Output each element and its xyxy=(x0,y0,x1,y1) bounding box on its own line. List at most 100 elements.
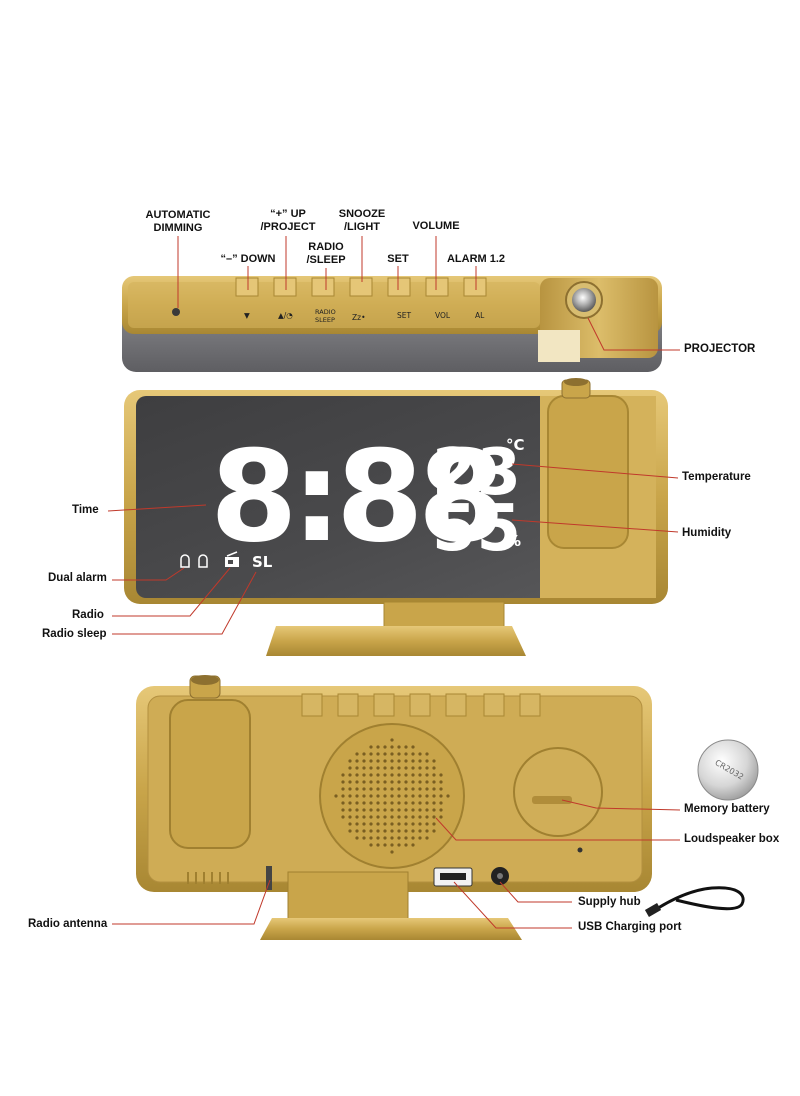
grille-hole xyxy=(404,759,408,763)
grille-hole xyxy=(411,787,415,791)
top-view-clock xyxy=(122,276,662,372)
grille-hole xyxy=(411,752,415,756)
al-mark: AL xyxy=(475,311,485,320)
grille-hole xyxy=(376,773,380,777)
grille-hole xyxy=(355,780,359,784)
grille-hole xyxy=(383,801,387,805)
grille-hole xyxy=(390,780,394,784)
grille-hole xyxy=(348,829,352,833)
grille-hole xyxy=(390,808,394,812)
grille-hole xyxy=(376,766,380,770)
grille-hole xyxy=(355,752,359,756)
grille-hole xyxy=(348,822,352,826)
grille-hole xyxy=(348,766,352,770)
grille-hole xyxy=(397,780,401,784)
grille-hole xyxy=(348,759,352,763)
grille-hole xyxy=(397,759,401,763)
grille-hole xyxy=(397,794,401,798)
grille-hole xyxy=(404,815,408,819)
grille-hole xyxy=(369,780,373,784)
label-dual-alarm: Dual alarm xyxy=(48,572,107,584)
grille-hole xyxy=(390,850,394,854)
grille-hole xyxy=(369,822,373,826)
grille-hole xyxy=(439,801,443,805)
radio-icon xyxy=(225,551,239,567)
grille-hole xyxy=(383,787,387,791)
grille-hole xyxy=(432,794,436,798)
grille-hole xyxy=(369,787,373,791)
grille-hole xyxy=(411,808,415,812)
grille-hole xyxy=(369,752,373,756)
grille-hole xyxy=(425,829,429,833)
grille-hole xyxy=(348,773,352,777)
grille-hole xyxy=(404,808,408,812)
grille-hole xyxy=(411,829,415,833)
grille-hole xyxy=(418,794,422,798)
grille-hole xyxy=(397,843,401,847)
back-tabs xyxy=(301,693,541,717)
speaker-grille xyxy=(334,738,450,854)
grille-hole xyxy=(369,773,373,777)
label-radio-sleep: RADIO /SLEEP xyxy=(306,241,346,266)
grille-hole xyxy=(411,822,415,826)
grille-hole xyxy=(425,808,429,812)
grille-hole xyxy=(432,801,436,805)
grille-hole xyxy=(383,773,387,777)
grille-hole xyxy=(439,794,443,798)
grille-hole xyxy=(411,794,415,798)
grille-hole xyxy=(383,822,387,826)
grille-hole xyxy=(411,773,415,777)
grille-hole xyxy=(439,815,443,819)
grille-hole xyxy=(390,794,394,798)
grille-hole xyxy=(418,822,422,826)
callout-lines xyxy=(107,236,681,929)
grille-hole xyxy=(390,843,394,847)
grille-hole xyxy=(376,829,380,833)
grille-hole xyxy=(404,745,408,749)
label-radio-sleep-indicator: Radio sleep xyxy=(42,628,107,640)
front-view-clock xyxy=(124,378,668,656)
grille-hole xyxy=(418,780,422,784)
grille-hole xyxy=(341,773,345,777)
grille-hole xyxy=(425,773,429,777)
grille-hole xyxy=(348,780,352,784)
grille-hole xyxy=(418,808,422,812)
label-usb-charging-port: USB Charging port xyxy=(578,921,682,933)
front-stand xyxy=(383,601,505,631)
grille-hole xyxy=(341,801,345,805)
grille-hole xyxy=(376,808,380,812)
grille-hole xyxy=(341,808,345,812)
snooze-mark: Zz• xyxy=(352,313,366,322)
grille-hole xyxy=(439,780,443,784)
grille-hole xyxy=(355,766,359,770)
grille-hole xyxy=(362,787,366,791)
grille-hole xyxy=(390,801,394,805)
top-buttons xyxy=(235,277,487,297)
grille-hole xyxy=(390,787,394,791)
grille-hole xyxy=(376,759,380,763)
grille-hole xyxy=(369,745,373,749)
grille-hole xyxy=(369,808,373,812)
grille-hole xyxy=(376,843,380,847)
grille-hole xyxy=(348,801,352,805)
grille-hole xyxy=(341,780,345,784)
grille-hole xyxy=(383,808,387,812)
grille-hole xyxy=(425,815,429,819)
grille-hole xyxy=(404,766,408,770)
set-mark: SET xyxy=(397,311,411,320)
grille-hole xyxy=(348,815,352,819)
grille-hole xyxy=(411,843,415,847)
grille-hole xyxy=(404,780,408,784)
grille-hole xyxy=(355,829,359,833)
grille-hole xyxy=(425,752,429,756)
grille-hole xyxy=(348,794,352,798)
grille-hole xyxy=(404,829,408,833)
grille-hole xyxy=(362,780,366,784)
grille-hole xyxy=(369,829,373,833)
label-down: “–” DOWN xyxy=(220,253,276,265)
grille-hole xyxy=(432,815,436,819)
grille-hole xyxy=(341,787,345,791)
grille-hole xyxy=(383,794,387,798)
grille-hole xyxy=(397,801,401,805)
